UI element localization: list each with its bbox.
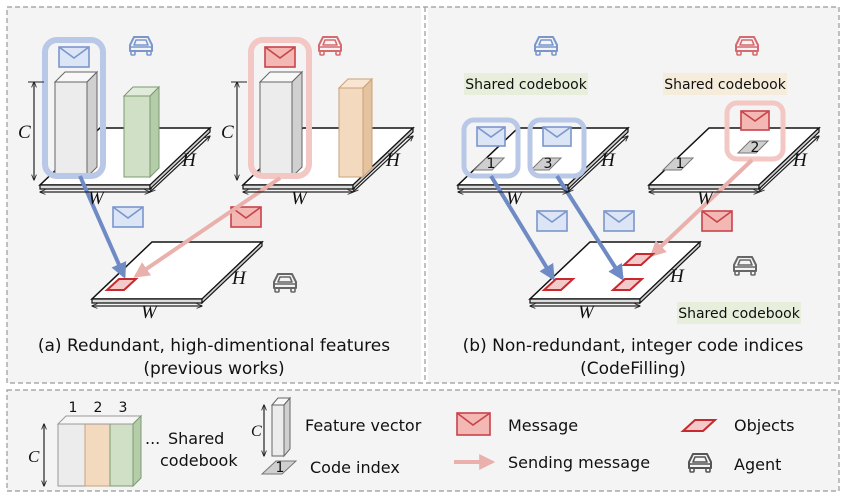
message-icon-a2 [264,46,296,68]
legend-message-icon [456,412,491,436]
highlight-pink-a2 [248,37,312,179]
legend-code-index-tile [260,460,298,475]
legend-object-box [680,419,718,432]
caption-b-line2: (CodeFilling) [580,359,686,379]
legend-dim-c1: C [28,447,40,466]
object-box-b3 [621,253,656,266]
feature-bar-orange-a2 [337,77,374,179]
codebook-label-b2: Shared codebook [664,77,787,93]
legend-agent: Agent [734,455,781,474]
code-index-b2: 3 [544,156,553,172]
message-icon-b2 [542,126,572,147]
message-icon-b5 [603,210,635,232]
legend-codebook-line2: codebook [160,451,238,470]
caption-a-line1: (a) Redundant, high-dimentional features [38,336,390,356]
feature-bar-white-a1 [53,70,99,179]
highlight-pink-b [724,100,786,162]
message-icon-b4 [536,210,568,232]
dim-c-a2: C [221,122,234,143]
codebook-label-box-b1 [464,73,588,95]
codebook-label-b1: Shared codebook [465,77,588,93]
dim-w-a1: W [88,188,106,209]
top-dashed-border [6,6,840,384]
message-icon-b6 [701,210,733,232]
dim-marks-b [458,136,819,306]
dim-marks-a [28,82,413,306]
legend-feature-vector: Feature vector [305,416,422,435]
legend-code-index-number: 1 [276,460,285,476]
legend-codebook-number-2: 2 [94,400,103,416]
legend-codebook-blocks [44,414,143,488]
object-box-a [104,278,139,291]
legend-codebook-ellipsis: ... [145,429,160,448]
feature-bar-white-a2 [258,70,304,179]
legend-frame [6,389,840,492]
dim-w-a2: W [291,188,309,209]
object-box-b2 [610,278,645,291]
panel-a-frame [7,7,421,383]
codebook-label-box-b2 [663,73,787,95]
code-index-b3: 1 [676,156,685,172]
code-index-b4: 2 [751,140,760,156]
message-icon-a1 [58,46,90,68]
legend-feature-vector-bar [264,396,292,458]
legend-message: Message [508,416,578,435]
message-icon-b3 [740,110,770,131]
dim-w-a3: W [141,302,159,323]
legend-code-index: Code index [310,458,400,477]
dim-h-b2: H [792,150,808,171]
dim-h-a2: H [385,150,401,171]
dim-h-b3: H [669,266,685,287]
legend-codebook-line1: Shared [168,429,224,448]
legend-codebook-number-1: 1 [69,400,78,416]
codebook-label-box-b3 [677,302,801,324]
codebook-label-b3: Shared codebook [678,306,801,322]
dim-h-a3: H [231,268,247,289]
dim-h-a1: H [181,150,197,171]
message-icon-a4 [230,206,262,228]
code-index-tile-b3 [661,157,695,171]
code-index-tile-b2 [529,157,563,171]
dim-h-b1: H [600,150,616,171]
legend-codebook-number-3: 3 [119,400,128,416]
code-index-b1: 1 [487,156,496,172]
code-index-tile-b1 [472,157,506,171]
send-arrow-pink-b [649,158,754,258]
object-box-b1 [541,278,576,291]
dim-w-b2: W [697,188,715,209]
caption-a-line2: (previous works) [143,359,284,379]
legend-sending-message: Sending message [508,453,650,472]
caption-b-line1: (b) Non-redundant, integer code indices [463,336,804,356]
highlight-blue-a1 [42,37,106,179]
message-icon-b1 [476,126,506,147]
legend-dim-c2: C [251,423,262,440]
dim-w-b1: W [506,188,524,209]
feature-bar-green-a1 [122,85,161,179]
panel-b-frame [428,7,839,383]
message-icon-a3 [112,206,144,228]
legend-objects: Objects [734,416,794,435]
dim-c-a1: C [18,122,31,143]
dim-w-b3: W [578,302,596,323]
